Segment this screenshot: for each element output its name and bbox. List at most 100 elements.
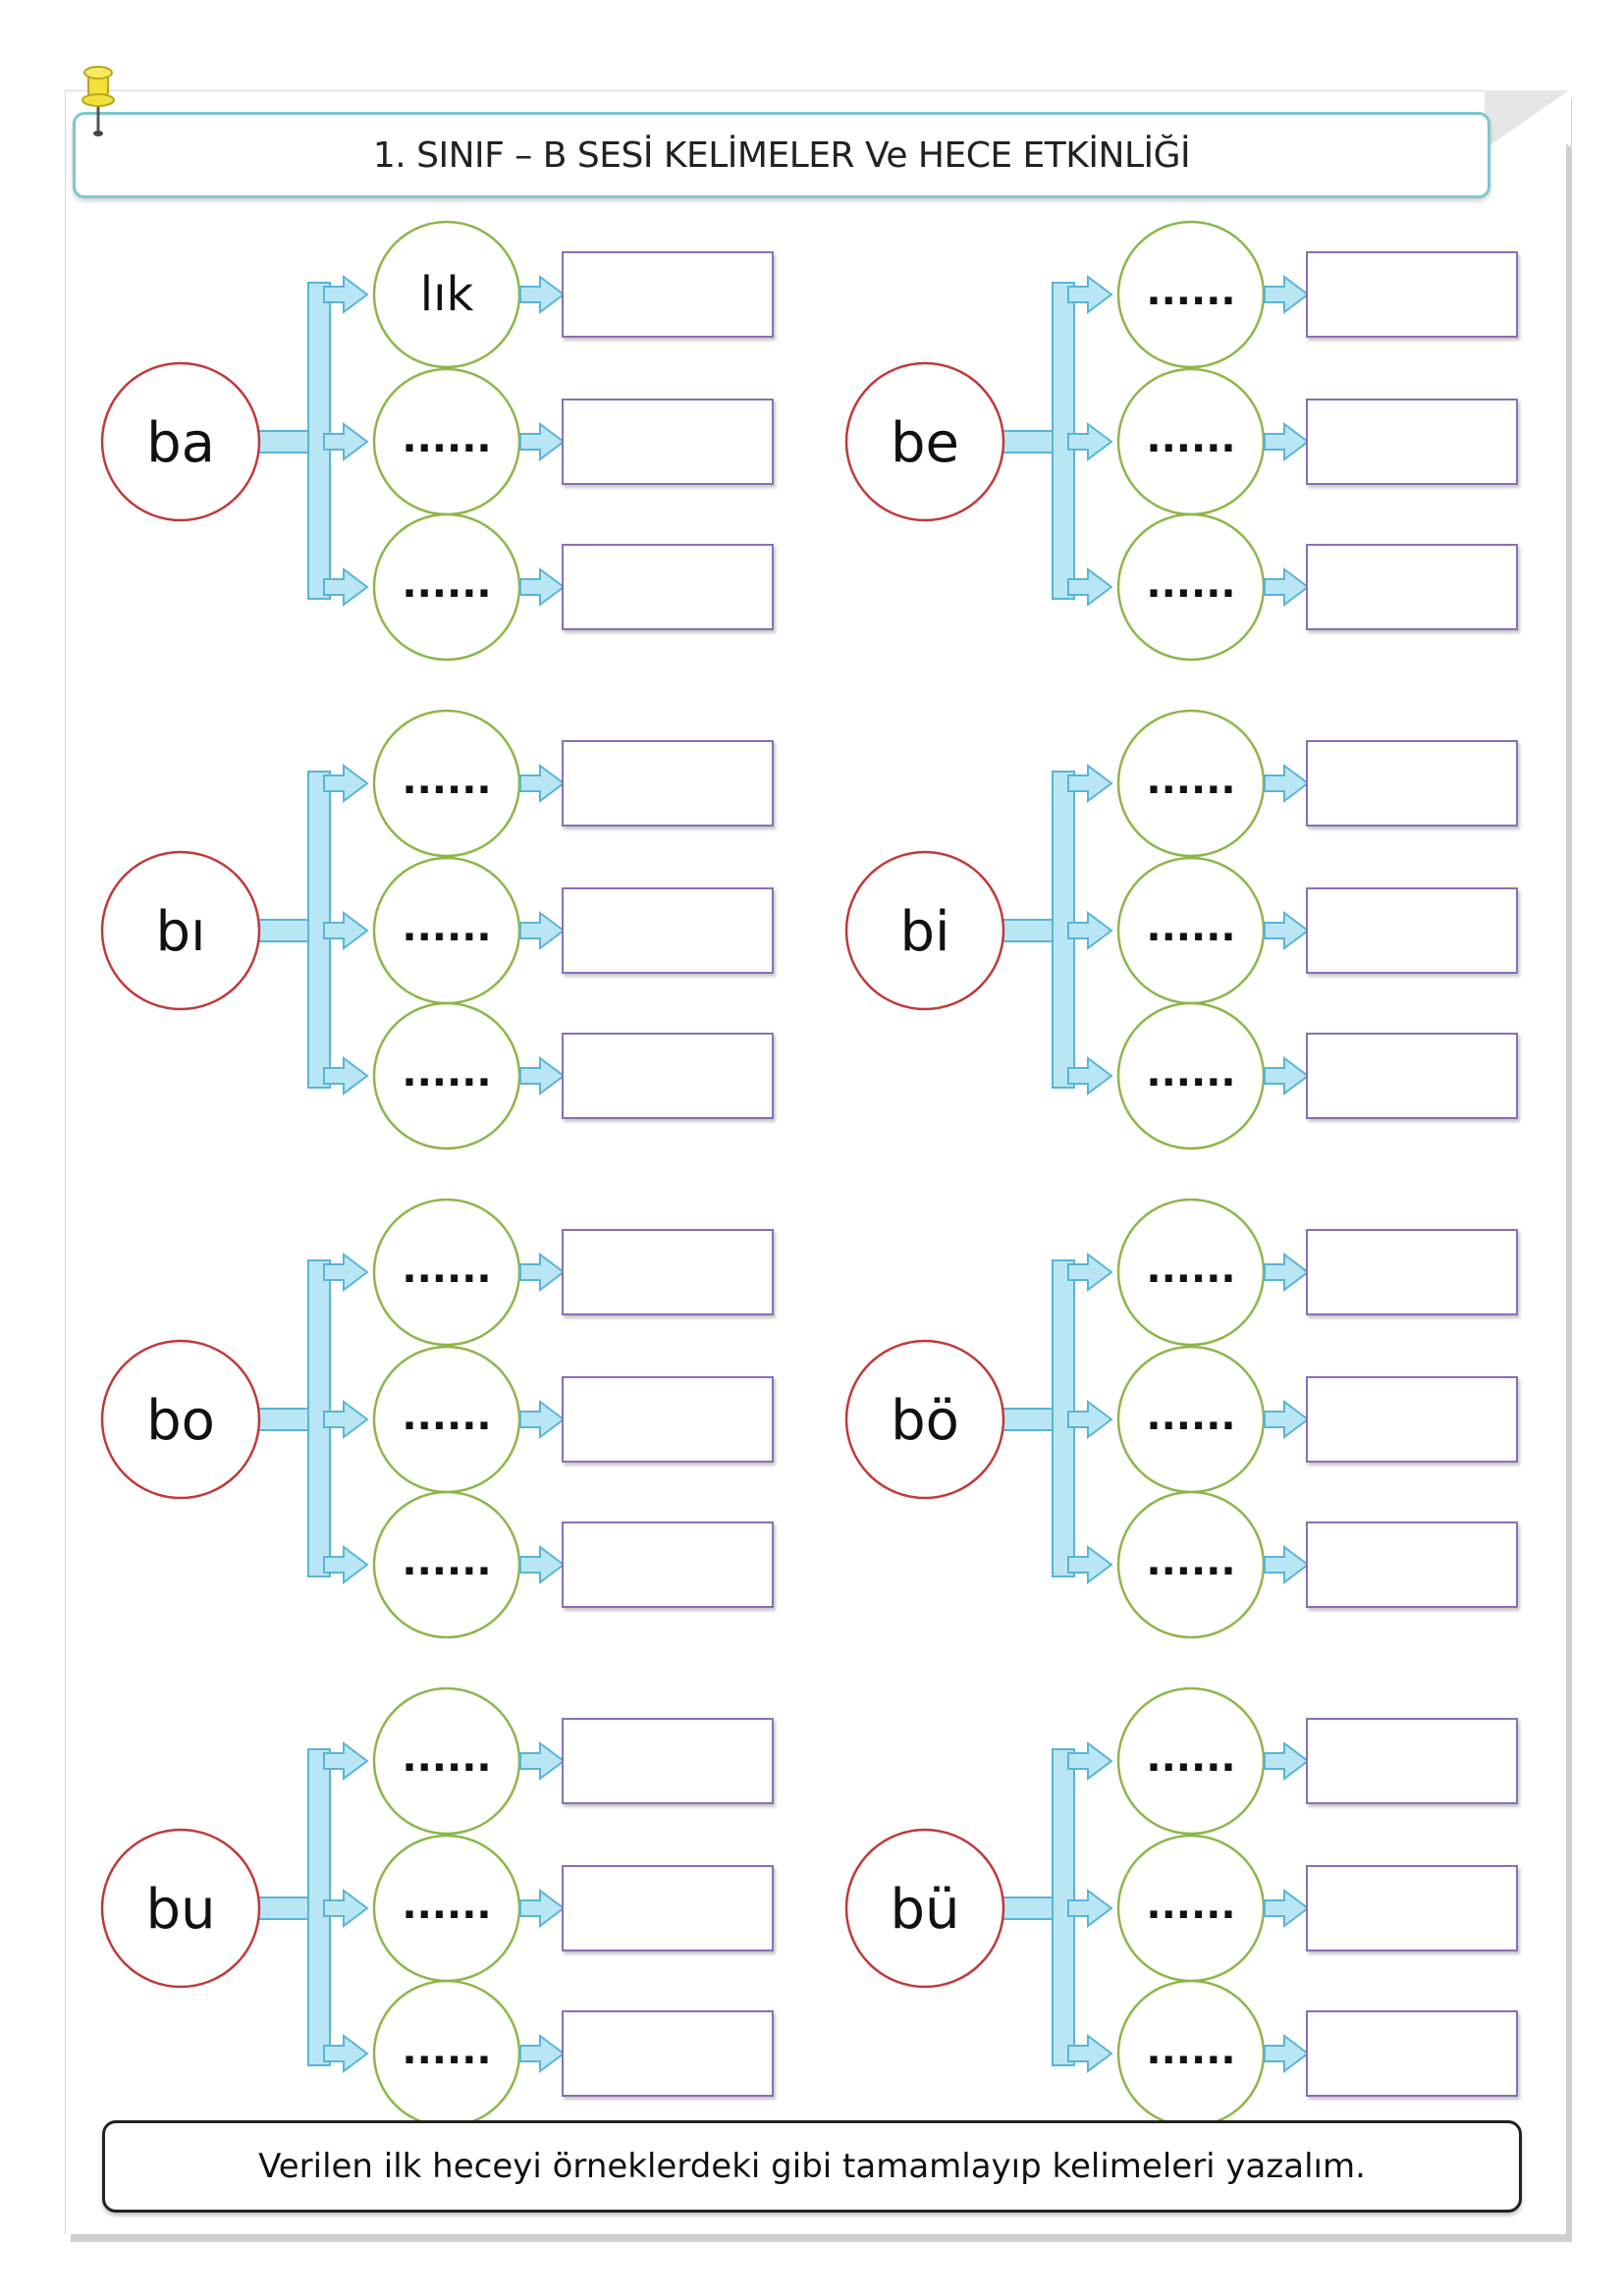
syllable-group-7: bu.................. <box>100 1686 566 2128</box>
slot-label: ...... <box>402 2028 491 2073</box>
word-answer-box[interactable] <box>1306 544 1518 630</box>
slot-label: ...... <box>1146 1247 1235 1292</box>
syllable-label: ba <box>146 411 215 475</box>
word-answer-box[interactable] <box>562 1718 774 1804</box>
answer-arrow <box>1264 567 1310 607</box>
instruction-banner: Verilen ilk heceyi örneklerdeki gibi tam… <box>102 2120 1522 2213</box>
branch-arrow <box>1067 1056 1113 1095</box>
answer-arrow <box>519 1056 566 1095</box>
branch-arrow <box>323 911 369 950</box>
word-answer-box[interactable] <box>1306 2010 1518 2097</box>
page-curl <box>1485 90 1569 149</box>
syllable-circle <box>844 361 1005 522</box>
word-answer-box[interactable] <box>1306 1229 1518 1315</box>
word-answer-box[interactable] <box>1306 399 1518 485</box>
answer-arrow <box>1264 422 1310 461</box>
word-answer-box[interactable] <box>562 251 774 338</box>
word-answer-box[interactable] <box>562 2010 774 2097</box>
word-answer-box[interactable] <box>1306 1718 1518 1804</box>
branch-arrow <box>323 2034 369 2073</box>
word-answer-box[interactable] <box>562 399 774 485</box>
slot-label: ...... <box>402 1735 491 1781</box>
slot-label: ...... <box>402 1050 491 1095</box>
word-answer-box[interactable] <box>562 544 774 630</box>
word-answer-box[interactable] <box>1306 740 1518 827</box>
answer-arrow <box>519 911 566 950</box>
connector-bar <box>999 1408 1056 1431</box>
slot-label: ...... <box>402 416 491 461</box>
connector-bar <box>254 919 311 942</box>
syllable-group-2: be.................. <box>844 220 1310 662</box>
syllable-circle <box>100 361 261 522</box>
branch-arrow <box>1067 1889 1113 1928</box>
word-answer-box[interactable] <box>1306 1033 1518 1119</box>
slot-label: ...... <box>1146 416 1235 461</box>
slot-label: ...... <box>402 1883 491 1928</box>
title-banner: 1. SINIF – B SESİ KELİMELER Ve HECE ETKİ… <box>73 112 1490 198</box>
syllable-circle <box>100 1339 261 1500</box>
slot-label: ...... <box>1146 1050 1235 1095</box>
answer-arrow <box>1264 275 1310 314</box>
connector-bar <box>254 1896 311 1920</box>
word-answer-box[interactable] <box>1306 887 1518 974</box>
word-answer-box[interactable] <box>562 740 774 827</box>
branch-arrow <box>1067 422 1113 461</box>
branch-arrow <box>323 1545 369 1584</box>
slot-label: ...... <box>1146 758 1235 803</box>
syllable-group-3: bı.................. <box>100 709 566 1150</box>
word-answer-box[interactable] <box>562 1033 774 1119</box>
word-answer-box[interactable] <box>1306 1865 1518 1951</box>
branch-arrow <box>1067 275 1113 314</box>
slot-label: ...... <box>1146 1539 1235 1584</box>
syllable-label: be <box>891 411 959 475</box>
branch-arrow <box>323 764 369 803</box>
syllable-circle <box>100 850 261 1011</box>
slot-label: ...... <box>1146 269 1235 314</box>
word-answer-box[interactable] <box>1306 1522 1518 1608</box>
connector-bar <box>254 430 311 454</box>
slot-label: ...... <box>402 758 491 803</box>
slot-label: ...... <box>1146 1883 1235 1928</box>
connector-bar <box>999 919 1056 942</box>
answer-arrow <box>1264 1741 1310 1781</box>
slot-label: lık <box>420 267 474 322</box>
word-answer-box[interactable] <box>562 1376 774 1463</box>
word-answer-box[interactable] <box>562 887 774 974</box>
branch-arrow <box>323 1889 369 1928</box>
syllable-label: bo <box>146 1389 215 1453</box>
answer-arrow <box>1264 1253 1310 1292</box>
slot-label: ...... <box>402 561 491 607</box>
instruction-text: Verilen ilk heceyi örneklerdeki gibi tam… <box>258 2147 1366 2186</box>
slot-label: ...... <box>1146 561 1235 607</box>
word-answer-box[interactable] <box>562 1522 774 1608</box>
branch-arrow <box>1067 1741 1113 1781</box>
slot-label: ...... <box>1146 1735 1235 1781</box>
branch-arrow <box>323 1056 369 1095</box>
answer-arrow <box>519 1545 566 1584</box>
page-title: 1. SINIF – B SESİ KELİMELER Ve HECE ETKİ… <box>372 134 1191 176</box>
answer-arrow <box>1264 764 1310 803</box>
answer-arrow <box>519 1889 566 1928</box>
branch-arrow <box>1067 1253 1113 1292</box>
answer-arrow <box>519 567 566 607</box>
connector-bar <box>999 1896 1056 1920</box>
word-answer-box[interactable] <box>1306 251 1518 338</box>
slot-label: ...... <box>402 905 491 950</box>
slot-label: ...... <box>1146 905 1235 950</box>
syllable-group-4: bi.................. <box>844 709 1310 1150</box>
answer-arrow <box>519 764 566 803</box>
slot-label: ...... <box>1146 2028 1235 2073</box>
branch-arrow <box>323 1253 369 1292</box>
word-answer-box[interactable] <box>1306 1376 1518 1463</box>
branch-arrow <box>1067 764 1113 803</box>
answer-arrow <box>1264 1545 1310 1584</box>
answer-arrow <box>519 1400 566 1439</box>
syllable-label: bi <box>899 900 949 964</box>
word-answer-box[interactable] <box>562 1229 774 1315</box>
branch-arrow <box>323 1400 369 1439</box>
branch-arrow <box>323 275 369 314</box>
word-answer-box[interactable] <box>562 1865 774 1951</box>
branch-arrow <box>1067 567 1113 607</box>
answer-arrow <box>1264 2034 1310 2073</box>
